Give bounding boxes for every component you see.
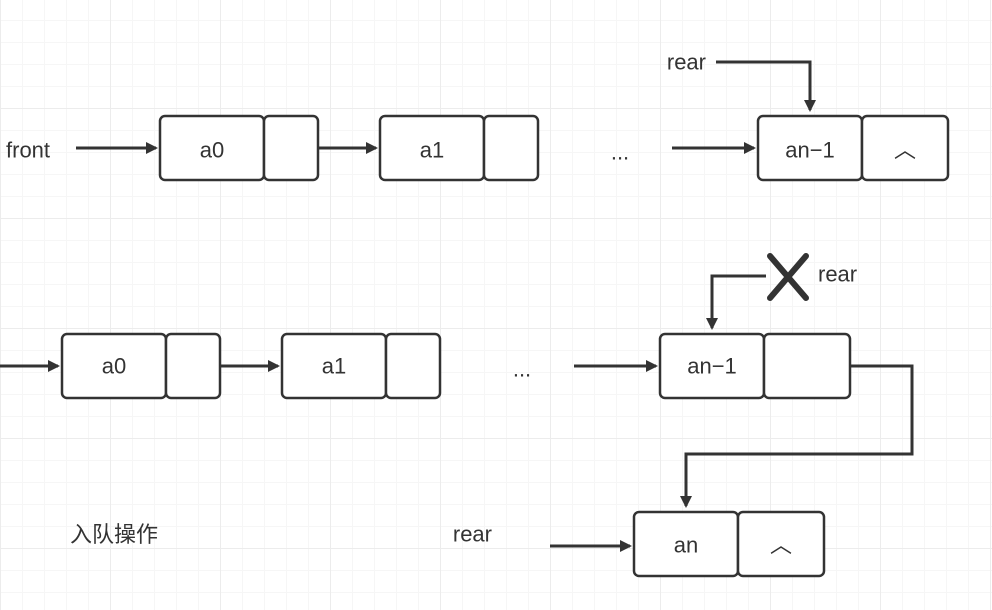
rear-label: rear — [667, 50, 706, 75]
node-data-label: an−1 — [687, 354, 737, 379]
null-pointer-symbol: ︿ — [894, 138, 916, 163]
bottom-node-an: an ︿ — [632, 510, 826, 578]
null-pointer-symbol: ︿ — [770, 533, 792, 558]
ellipsis: ... — [513, 357, 531, 382]
node-data-label: a0 — [200, 138, 224, 163]
bottom-node-a1: a1 — [280, 332, 442, 400]
new-link-arrow — [680, 364, 914, 508]
next-field — [164, 332, 222, 400]
bottom-node-an-1: an−1 — [658, 332, 852, 400]
node-data-label: a1 — [322, 354, 346, 379]
old-rear-arrow — [706, 274, 766, 330]
node-data-label: an−1 — [785, 138, 835, 163]
next-field — [860, 114, 950, 182]
removed-x-icon — [767, 253, 809, 301]
top-node-a1: a1 — [378, 114, 540, 182]
next-field — [262, 114, 320, 182]
node-data-label: a0 — [102, 354, 126, 379]
next-field — [762, 332, 852, 400]
old-rear-label: rear — [818, 262, 857, 287]
front-label: front — [6, 138, 50, 163]
top-node-a0: a0 — [158, 114, 320, 182]
ellipsis: ... — [611, 140, 629, 165]
next-field — [736, 510, 826, 578]
bottom-node-a0: a0 — [60, 332, 222, 400]
caption: 入队操作 — [70, 523, 159, 548]
node-data-label: a1 — [420, 138, 444, 163]
top-node-an-1: an−1 ︿ — [756, 114, 950, 182]
new-rear-label: rear — [453, 522, 492, 547]
next-field — [482, 114, 540, 182]
next-field — [384, 332, 442, 400]
node-data-label: an — [674, 533, 698, 558]
rear-arrow — [716, 60, 816, 112]
